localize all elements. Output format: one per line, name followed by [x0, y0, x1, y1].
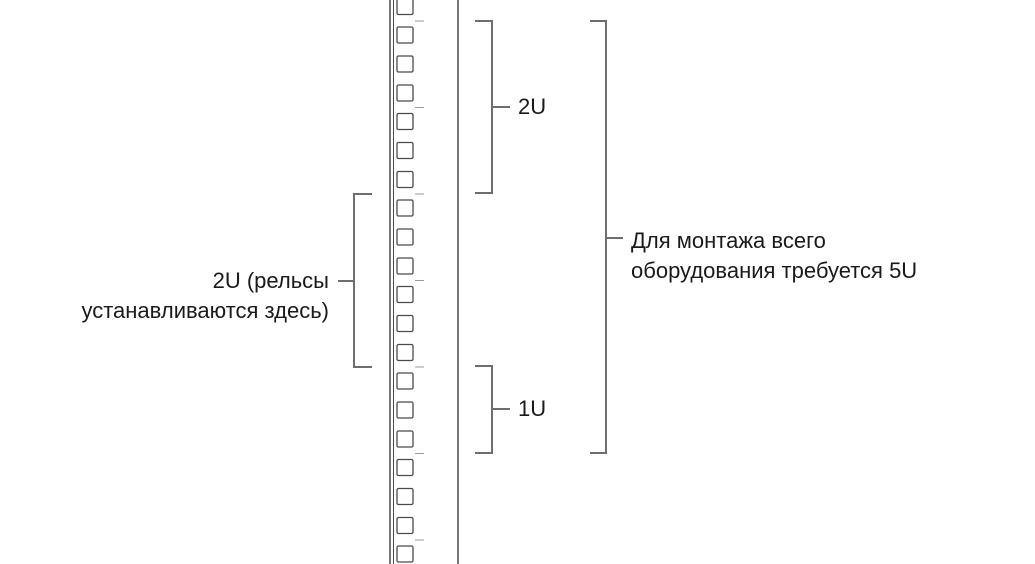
rack-hole — [396, 141, 414, 160]
rack-hole — [396, 516, 414, 535]
rack-hole — [396, 545, 414, 563]
rack-hole — [396, 285, 414, 304]
rack-hole — [396, 84, 414, 102]
rack-hole — [396, 343, 414, 362]
rack-holes — [396, 0, 414, 563]
rack-hole — [396, 0, 414, 16]
rails-2u-label-line2: устанавливаются здесь) — [81, 298, 329, 323]
rails-2u-bracket — [338, 193, 372, 368]
rack-hole — [396, 228, 414, 246]
rack-hole — [396, 314, 414, 333]
top-2u-bracket — [475, 20, 510, 194]
rails-2u-label: 2U (рельсы устанавливаются здесь) — [81, 266, 329, 326]
rails-2u-label-line1: 2U (рельсы — [212, 268, 329, 293]
rack-hole — [396, 55, 414, 73]
top-2u-label: 2U — [518, 94, 547, 119]
total-5u-label: Для монтажа всего оборудования требуется… — [631, 226, 917, 286]
rack-hole — [396, 487, 414, 506]
rack-hole — [396, 257, 414, 275]
rack-hole — [396, 430, 414, 448]
bottom-1u-label: 1U — [518, 396, 547, 421]
rack-hole — [396, 458, 414, 477]
rack-hole — [396, 372, 414, 390]
total-5u-label-line1: Для монтажа всего — [631, 228, 826, 253]
rack-hole — [396, 112, 414, 131]
total-5u-label-line2: оборудования требуется 5U — [631, 258, 918, 283]
rack-hole — [396, 401, 414, 419]
rack-hole — [396, 26, 414, 44]
unit-boundary-ticks — [415, 20, 424, 541]
bottom-1u-bracket — [475, 365, 510, 454]
rack-hole — [396, 170, 414, 189]
total-5u-bracket — [590, 20, 623, 454]
rack-hole — [396, 199, 414, 217]
